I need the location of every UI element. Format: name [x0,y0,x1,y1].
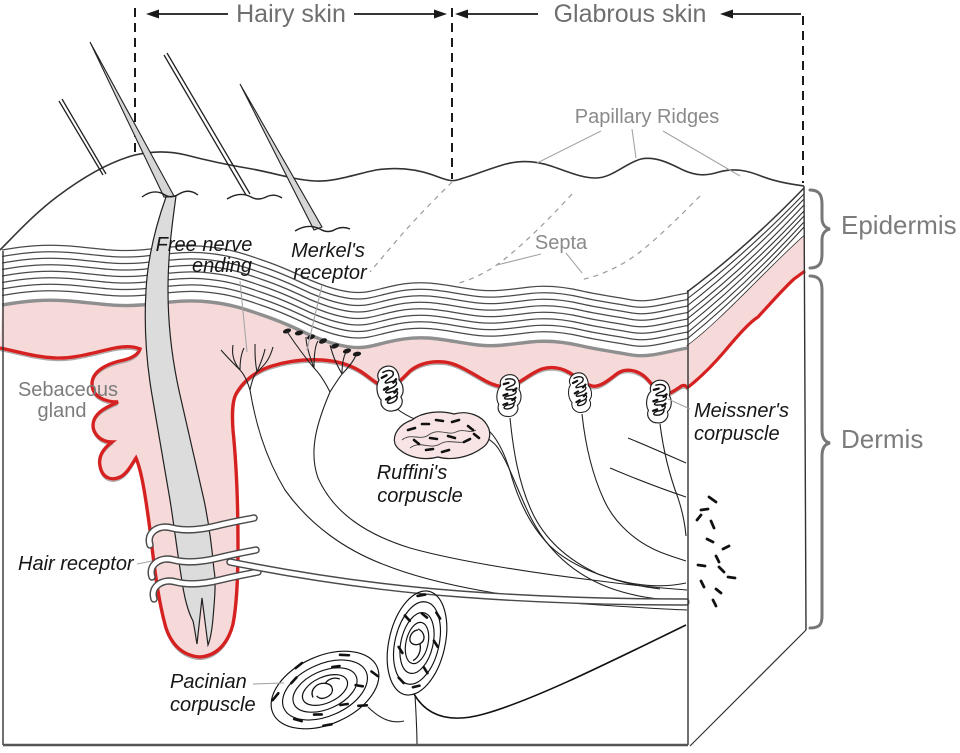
pacinian-corpuscle-label-line1: Pacinian [170,671,247,693]
meissner-corpuscle-label-line1: Meissner's [694,400,789,422]
nerve-trunk [226,558,690,606]
epidermis-brace [808,188,831,270]
deep-nerve-fiber [413,624,687,719]
dermis-brace [808,274,831,630]
hair-entry-mound [141,190,199,198]
epidermis-label: Epidermis [841,210,957,240]
layer-braces [808,188,831,630]
right-face-corneum-lines [686,187,805,340]
arrow-right-icon [434,9,447,19]
pacinian-corpuscle [270,650,380,730]
meissner-corpuscle [496,374,522,418]
free-nerve-ending [220,343,274,391]
arrow-left-icon [720,9,733,19]
hair-entry-mound [294,225,351,233]
right-face-red-line [686,269,806,390]
surface-boundary-septum-dashed [369,181,453,273]
hair [239,83,323,231]
arrow-left-icon [146,9,159,19]
surface-silhouette [0,151,805,251]
merkel-receptor-label-line1: Merkel's [291,240,365,262]
free-nerve-ending-label-line1: Free nerve [156,234,253,256]
meissner-corpuscle-label-line2: corpuscle [694,423,780,445]
meissner-corpuscle [376,365,404,412]
meissner-corpuscle [568,372,593,413]
ruffini-corpuscle-label-line2: corpuscle [377,485,463,507]
meissner-corpuscles [376,365,672,424]
dermis-label: Dermis [841,424,923,454]
nerve-fibers [249,389,688,747]
ruffini-corpuscle-label-line1: Ruffini's [377,462,448,484]
right-face-pink-layer [687,236,805,388]
septum-dashed-line [454,193,573,285]
skin-surface [0,151,805,285]
meissner-corpuscle [646,379,672,424]
hairy-skin-label: Hairy skin [236,0,346,28]
region-annotations: Hairy skin Glabrous skin [134,0,804,183]
ruffini-corpuscle [393,411,491,460]
hairs [58,41,351,233]
leader-lines [136,128,741,685]
papillary-ridges-label: Papillary Ridges [575,106,720,128]
free-nerve-ending-label-line2: ending [192,255,252,277]
structure-labels: Papillary Ridges Septa Epidermis Dermis … [18,106,957,716]
arrow-left-icon [455,9,468,19]
merkel-discs [282,328,362,357]
hair [163,52,251,196]
ruffini-nerve-endings [406,418,481,454]
sebaceous-gland-label-line1: Sebaceous [18,379,118,401]
merkel-receptor-label-line2: receptor [293,262,368,284]
pacinian-corpuscle [386,590,448,696]
merkel-receptor [282,328,362,393]
sebaceous-gland-label-line2: gland [38,400,87,422]
right-face-free-nerve-dashes [695,495,737,608]
hair-receptor-coil [145,514,262,603]
septa-label: Septa [535,232,588,254]
hair-receptor-label: Hair receptor [18,553,135,575]
glabrous-skin-label: Glabrous skin [554,0,707,28]
right-cut-face [686,185,807,747]
bottom-bevel-edge [689,629,807,747]
septum-dashed-line [579,195,701,281]
pacinian-corpuscle-label-line2: corpuscle [170,694,256,716]
hair-entry-mound [226,193,283,200]
hair [58,98,107,176]
right-edge [803,185,807,631]
